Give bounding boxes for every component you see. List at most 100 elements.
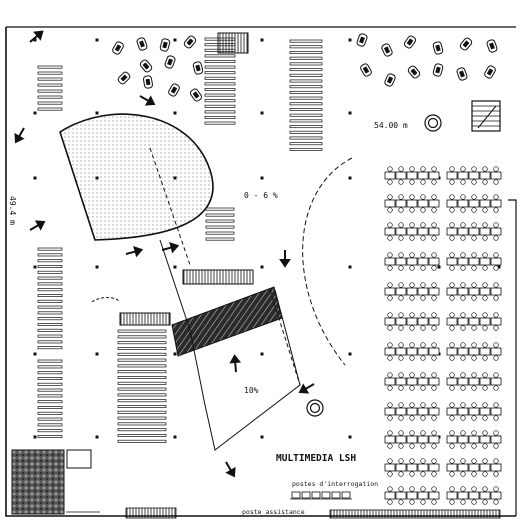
chair xyxy=(360,63,372,77)
chair xyxy=(112,41,124,55)
seat xyxy=(493,222,499,228)
desk xyxy=(406,287,418,296)
shelf xyxy=(117,393,167,397)
seat xyxy=(409,166,415,172)
column xyxy=(437,265,441,269)
query-stations xyxy=(290,491,352,500)
shelf xyxy=(205,231,235,235)
workstation xyxy=(468,312,480,331)
desk xyxy=(490,435,502,444)
seat xyxy=(431,458,437,464)
workstation xyxy=(384,194,396,213)
shelf xyxy=(289,142,323,146)
desk xyxy=(428,347,440,356)
seat xyxy=(431,312,437,318)
shelf xyxy=(117,352,167,356)
seat xyxy=(449,252,455,258)
workstation xyxy=(395,282,407,301)
column xyxy=(95,435,99,439)
chair xyxy=(183,35,197,49)
seat xyxy=(420,499,426,505)
workstation xyxy=(468,194,480,213)
chair xyxy=(432,63,444,77)
desk xyxy=(479,227,491,236)
seat xyxy=(387,222,393,228)
workstation xyxy=(395,342,407,361)
desk xyxy=(457,257,469,266)
workstation xyxy=(479,486,491,505)
seat xyxy=(431,385,437,391)
column xyxy=(260,435,264,439)
desk xyxy=(384,407,396,416)
seat xyxy=(449,194,455,200)
reading-zone xyxy=(59,113,214,241)
seat xyxy=(493,499,499,505)
seat xyxy=(420,312,426,318)
seat xyxy=(471,415,477,421)
chair-back xyxy=(142,62,150,70)
shelf xyxy=(289,56,323,60)
shelf xyxy=(204,71,236,75)
desk xyxy=(446,287,458,296)
seat xyxy=(449,235,455,241)
chair xyxy=(381,43,393,57)
shelf xyxy=(37,311,63,315)
shelf xyxy=(37,265,63,268)
seat xyxy=(409,415,415,421)
shelf xyxy=(205,225,235,229)
desk xyxy=(406,491,418,500)
workstation xyxy=(384,402,396,421)
seat xyxy=(449,282,455,288)
shelf xyxy=(37,317,63,321)
desk xyxy=(479,317,491,326)
workstation xyxy=(479,252,491,271)
chair-back xyxy=(435,44,441,52)
desk xyxy=(468,317,480,326)
chair-back xyxy=(120,74,128,82)
seat xyxy=(471,265,477,271)
seat xyxy=(460,166,466,172)
shelf xyxy=(37,423,63,427)
workstation xyxy=(479,194,491,213)
seat xyxy=(409,458,415,464)
seat xyxy=(398,342,404,348)
workstation xyxy=(417,194,429,213)
desk xyxy=(457,407,469,416)
desk xyxy=(457,317,469,326)
seat xyxy=(431,194,437,200)
workstation xyxy=(406,372,418,391)
seat xyxy=(460,415,466,421)
seat xyxy=(398,471,404,477)
kiosk xyxy=(66,449,92,469)
seat xyxy=(398,385,404,391)
seat xyxy=(387,458,393,464)
seat xyxy=(493,194,499,200)
shelf xyxy=(117,335,167,339)
seat xyxy=(449,179,455,185)
seat xyxy=(449,415,455,421)
stair-block-left xyxy=(119,312,171,326)
seat xyxy=(387,342,393,348)
seat xyxy=(493,295,499,301)
workstation xyxy=(479,372,491,391)
shelf xyxy=(37,435,63,438)
seat xyxy=(471,486,477,492)
seat xyxy=(493,443,499,449)
chair xyxy=(117,71,131,85)
query-stations-label: postes d'interrogation xyxy=(292,480,378,488)
seat xyxy=(471,252,477,258)
chair-back xyxy=(383,46,391,54)
seat xyxy=(460,402,466,408)
shelf xyxy=(37,71,63,75)
seat xyxy=(398,265,404,271)
seat xyxy=(409,179,415,185)
workstation xyxy=(384,458,396,477)
seat xyxy=(387,252,393,258)
workstation xyxy=(446,458,458,477)
seat xyxy=(471,325,477,331)
shelf xyxy=(37,388,63,392)
desk xyxy=(468,491,480,500)
desk xyxy=(457,347,469,356)
seat xyxy=(471,471,477,477)
shelf xyxy=(204,116,236,119)
